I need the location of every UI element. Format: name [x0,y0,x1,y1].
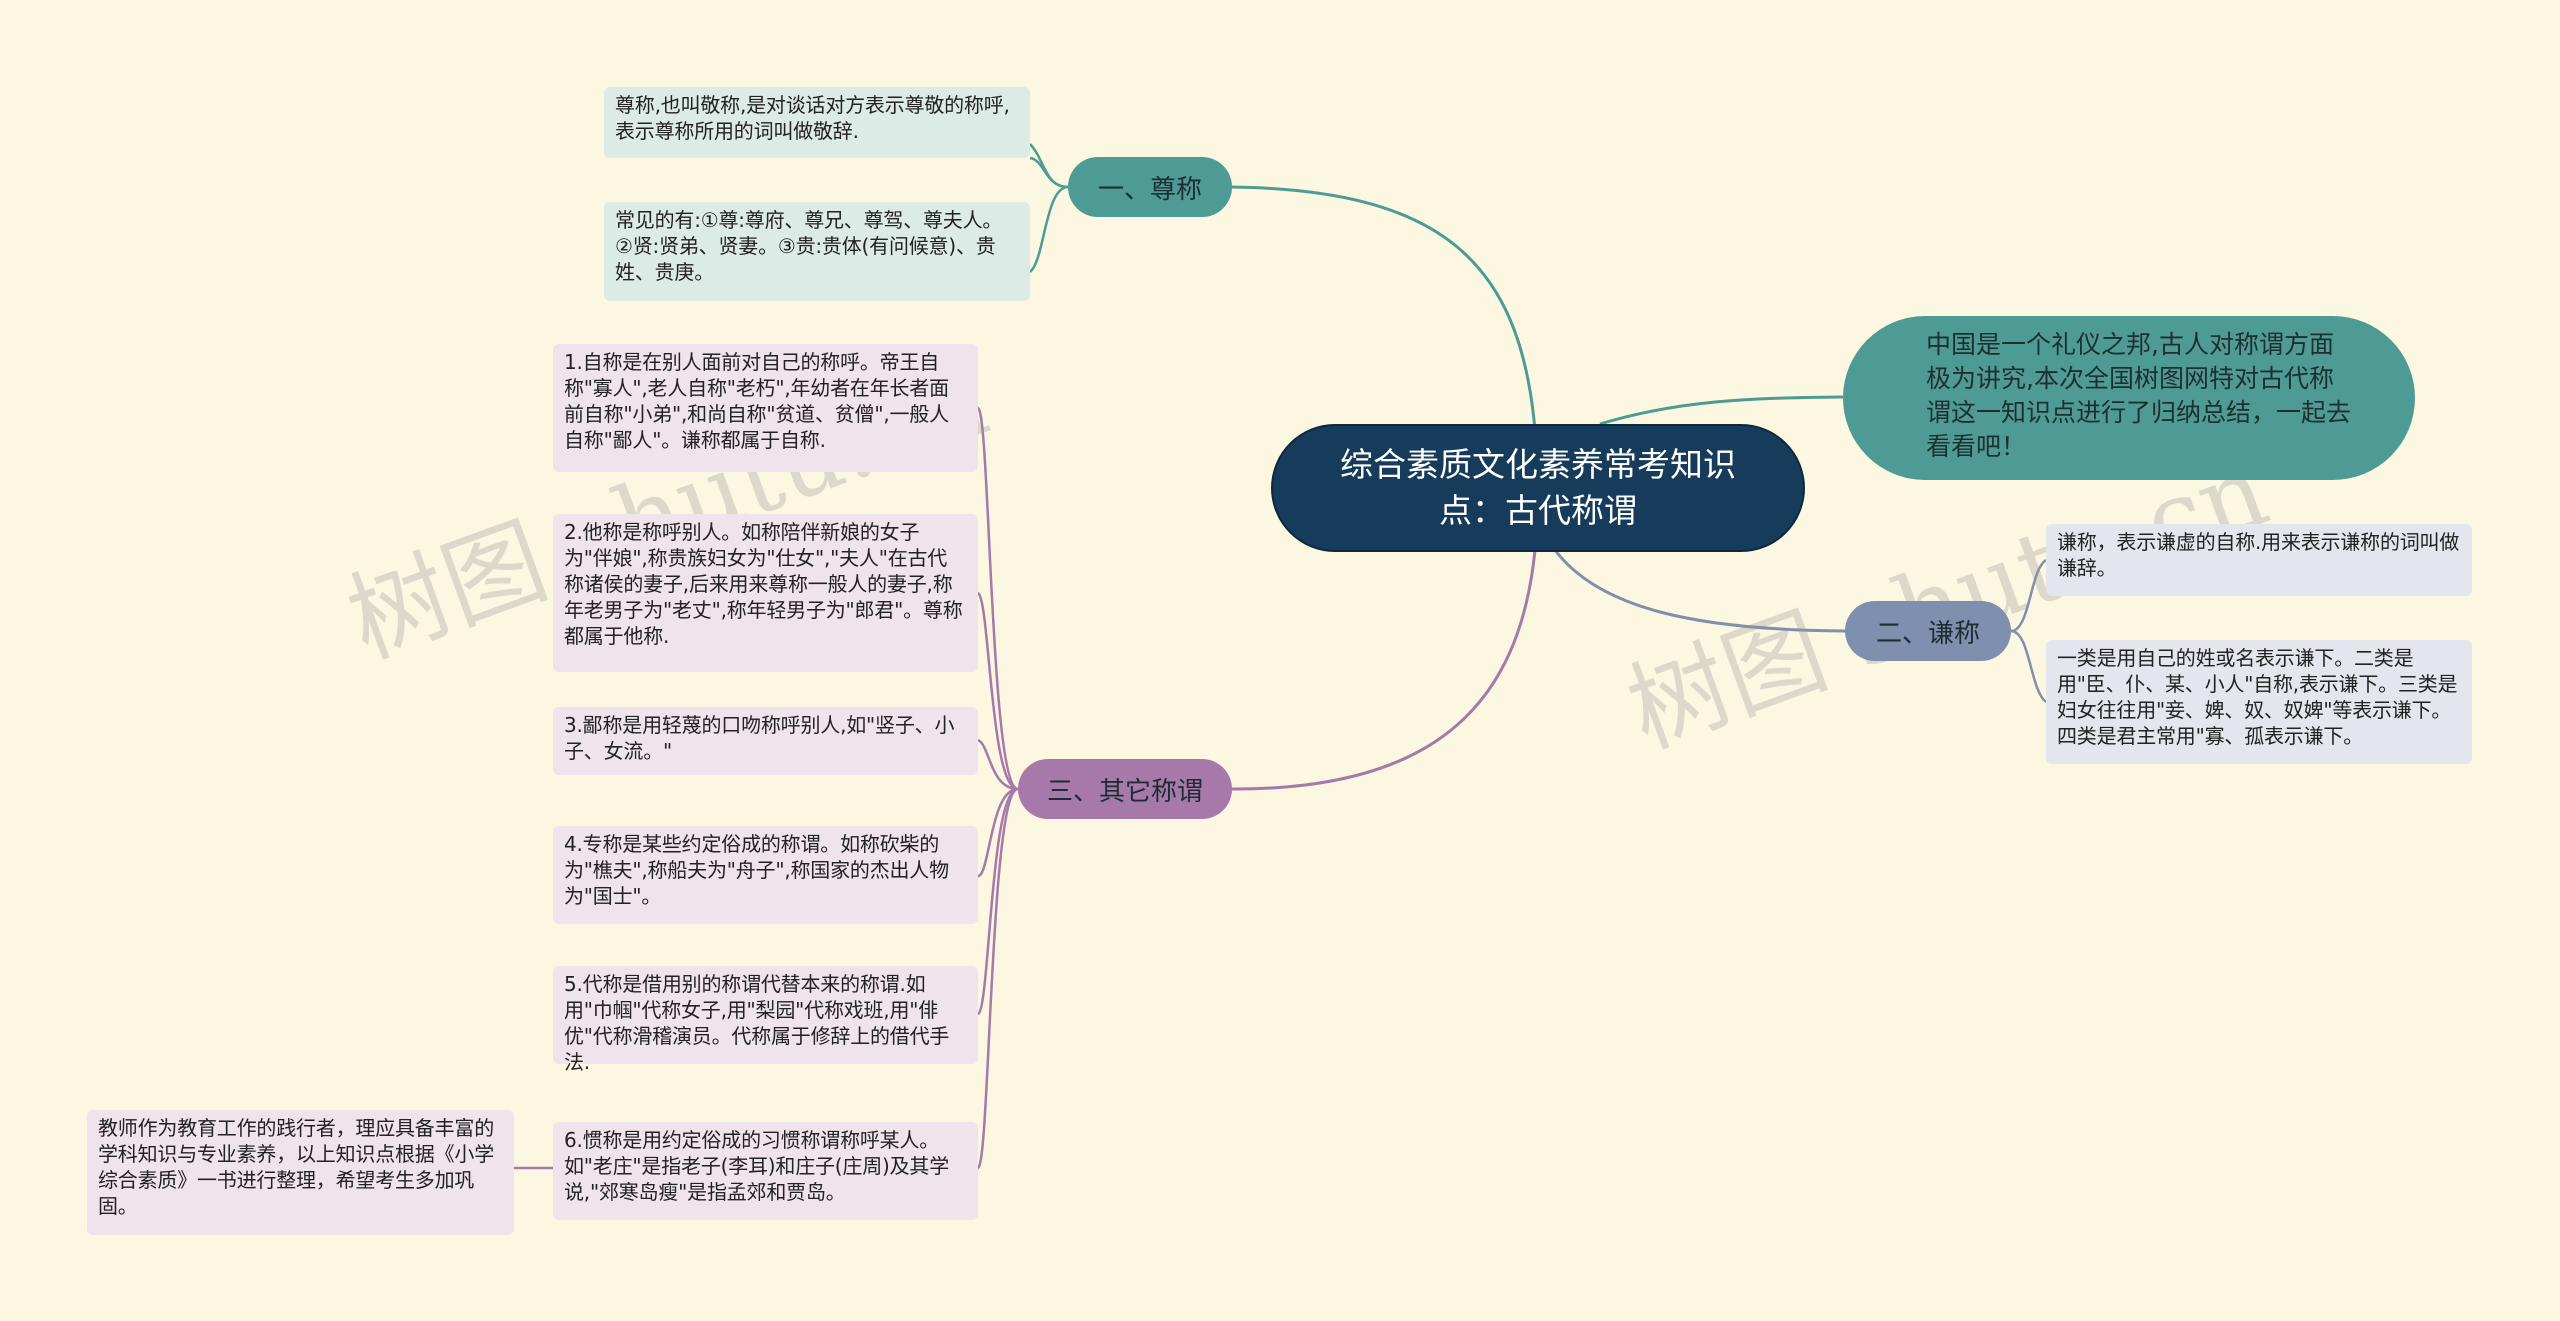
leaf-habitual-title[interactable]: 6.惯称是用约定俗成的习惯称谓称呼某人。如"老庄"是指老子(李耳)和庄子(庄周)… [553,1122,978,1220]
leaf-self-title[interactable]: 1.自称是在别人面前对自己的称呼。帝王自称"寡人",老人自称"老朽",年幼者在年… [553,344,978,472]
branch-humble-titles[interactable]: 二、谦称 [1845,601,2011,661]
leaf-text: 一类是用自己的姓或名表示谦下。二类是用"臣、仆、某、小人"自称,表示谦下。三类是… [2057,646,2458,748]
leaf-other-title[interactable]: 2.他称是称呼别人。如称陪伴新娘的女子为"伴娘",称贵族妇女为"仕女","夫人"… [553,514,978,672]
root-title: 综合素质文化素养常考知识点：古代称谓 [1340,445,1736,530]
leaf-contempt-title[interactable]: 3.鄙称是用轻蔑的口吻称呼别人,如"竖子、小子、女流。" [553,707,978,775]
leaf-text: 尊称,也叫敬称,是对谈话对方表示尊敬的称呼,表示尊称所用的词叫做敬辞. [615,93,1010,143]
leaf-text: 5.代称是借用别的称谓代替本来的称谓.如用"巾帼"代称女子,用"梨园"代称戏班,… [564,972,950,1074]
root-topic[interactable]: 综合素质文化素养常考知识点：古代称谓 [1271,424,1805,552]
branch-label: 三、其它称谓 [1046,776,1203,807]
intro-text: 中国是一个礼仪之邦,古人对称谓方面极为讲究,本次全国树图网特对古代称谓这一知识点… [1926,330,2352,461]
leaf-text: 谦称，表示谦虚的自称.用来表示谦称的词叫做谦辞。 [2057,530,2460,580]
leaf-teacher-note[interactable]: 教师作为教育工作的践行者，理应具备丰富的学科知识与专业素养，以上知识点根据《小学… [87,1110,514,1235]
leaf-substitute-title[interactable]: 5.代称是借用别的称谓代替本来的称谓.如用"巾帼"代称女子,用"梨园"代称戏班,… [553,966,978,1074]
branch-respectful-titles[interactable]: 一、尊称 [1068,157,1232,217]
leaf-special-title[interactable]: 4.专称是某些约定俗成的称谓。如称砍柴的为"樵夫",称船夫为"舟子",称国家的杰… [553,826,978,924]
branch-label: 二、谦称 [1875,618,1980,649]
leaf-text: 6.惯称是用约定俗成的习惯称谓称呼某人。如"老庄"是指老子(李耳)和庄子(庄周)… [564,1128,950,1204]
leaf-text: 教师作为教育工作的践行者，理应具备丰富的学科知识与专业素养，以上知识点根据《小学… [98,1116,494,1218]
branch-other-titles[interactable]: 三、其它称谓 [1018,759,1232,819]
leaf-text: 1.自称是在别人面前对自己的称呼。帝王自称"寡人",老人自称"老朽",年幼者在年… [564,350,949,452]
leaf-text: 4.专称是某些约定俗成的称谓。如称砍柴的为"樵夫",称船夫为"舟子",称国家的杰… [564,832,949,908]
leaf-text: 2.他称是称呼别人。如称陪伴新娘的女子为"伴娘",称贵族妇女为"仕女","夫人"… [564,520,963,648]
leaf-humble-definition[interactable]: 谦称，表示谦虚的自称.用来表示谦称的词叫做谦辞。 [2046,524,2472,596]
leaf-respect-definition[interactable]: 尊称,也叫敬称,是对谈话对方表示尊敬的称呼,表示尊称所用的词叫做敬辞. [604,87,1030,158]
leaf-text: 3.鄙称是用轻蔑的口吻称呼别人,如"竖子、小子、女流。" [564,713,955,763]
leaf-text: 常见的有:①尊:尊府、尊兄、尊驾、尊夫人。②贤:贤弟、贤妻。③贵:贵体(有问候意… [615,208,1003,284]
leaf-respect-examples[interactable]: 常见的有:①尊:尊府、尊兄、尊驾、尊夫人。②贤:贤弟、贤妻。③贵:贵体(有问候意… [604,202,1030,301]
branch-label: 一、尊称 [1097,174,1202,205]
leaf-humble-types[interactable]: 一类是用自己的姓或名表示谦下。二类是用"臣、仆、某、小人"自称,表示谦下。三类是… [2046,640,2472,764]
intro-node[interactable]: 中国是一个礼仪之邦,古人对称谓方面极为讲究,本次全国树图网特对古代称谓这一知识点… [1843,316,2415,480]
